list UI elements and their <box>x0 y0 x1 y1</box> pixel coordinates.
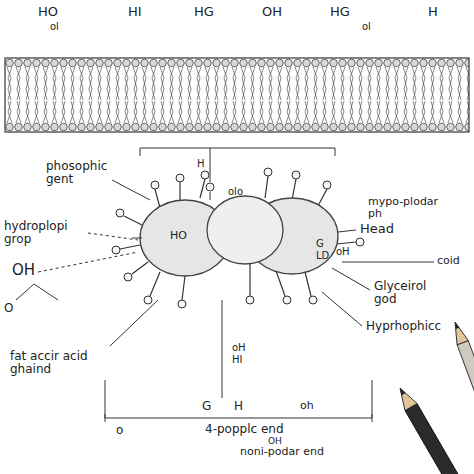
pencil-tip <box>455 322 468 345</box>
text-label: G <box>316 238 324 249</box>
text-label: fat accir acid ghaind <box>10 350 118 376</box>
text-label: HI <box>232 354 242 365</box>
text-label: coid <box>437 255 460 267</box>
text-label: phosophic gent <box>46 160 120 186</box>
molecule-sticks <box>120 176 356 300</box>
leader-line <box>38 233 138 272</box>
text-label: oH <box>232 342 246 353</box>
text-label: HG <box>194 5 214 19</box>
text-label: HO <box>170 230 187 242</box>
text-label: Hyprhophicc <box>366 320 441 333</box>
text-label: HG <box>330 5 350 19</box>
pencil <box>405 404 474 474</box>
text-label: mypo-plodar ph <box>368 196 450 220</box>
pencil-lead <box>455 322 459 329</box>
membrane-bilayer <box>5 58 469 132</box>
text-label: H <box>197 158 205 169</box>
text-label: Head <box>360 222 394 236</box>
text-label: H <box>234 400 243 413</box>
text-label: HO <box>38 5 58 19</box>
text-label: 4-popplc end <box>205 423 284 436</box>
molecule-knobs <box>112 168 364 308</box>
stem-line <box>222 300 223 398</box>
text-label: Glyceirol god <box>374 280 448 306</box>
text-label: O <box>4 302 13 315</box>
text-label: H <box>428 5 438 19</box>
text-label: OH <box>262 5 282 19</box>
molecule-head <box>207 196 283 264</box>
pencil-lead <box>400 388 406 396</box>
pencil <box>457 341 474 474</box>
text-label: oH <box>336 246 350 257</box>
text-label: HI <box>128 5 142 19</box>
text-label: hydroplopi grop <box>4 220 86 246</box>
pencil-tip <box>400 388 417 411</box>
text-label: OH <box>12 262 35 279</box>
text-label: G <box>202 400 211 413</box>
text-label: LD <box>316 250 329 261</box>
bracket <box>105 380 372 422</box>
bracket <box>140 148 335 200</box>
text-label: ol <box>362 21 371 32</box>
text-label: olo <box>228 186 243 197</box>
text-label: noni-podar end <box>240 446 324 458</box>
text-label: oh <box>300 400 314 412</box>
knob <box>206 183 214 191</box>
text-label: o <box>116 424 123 437</box>
text-label: ol <box>50 21 59 32</box>
